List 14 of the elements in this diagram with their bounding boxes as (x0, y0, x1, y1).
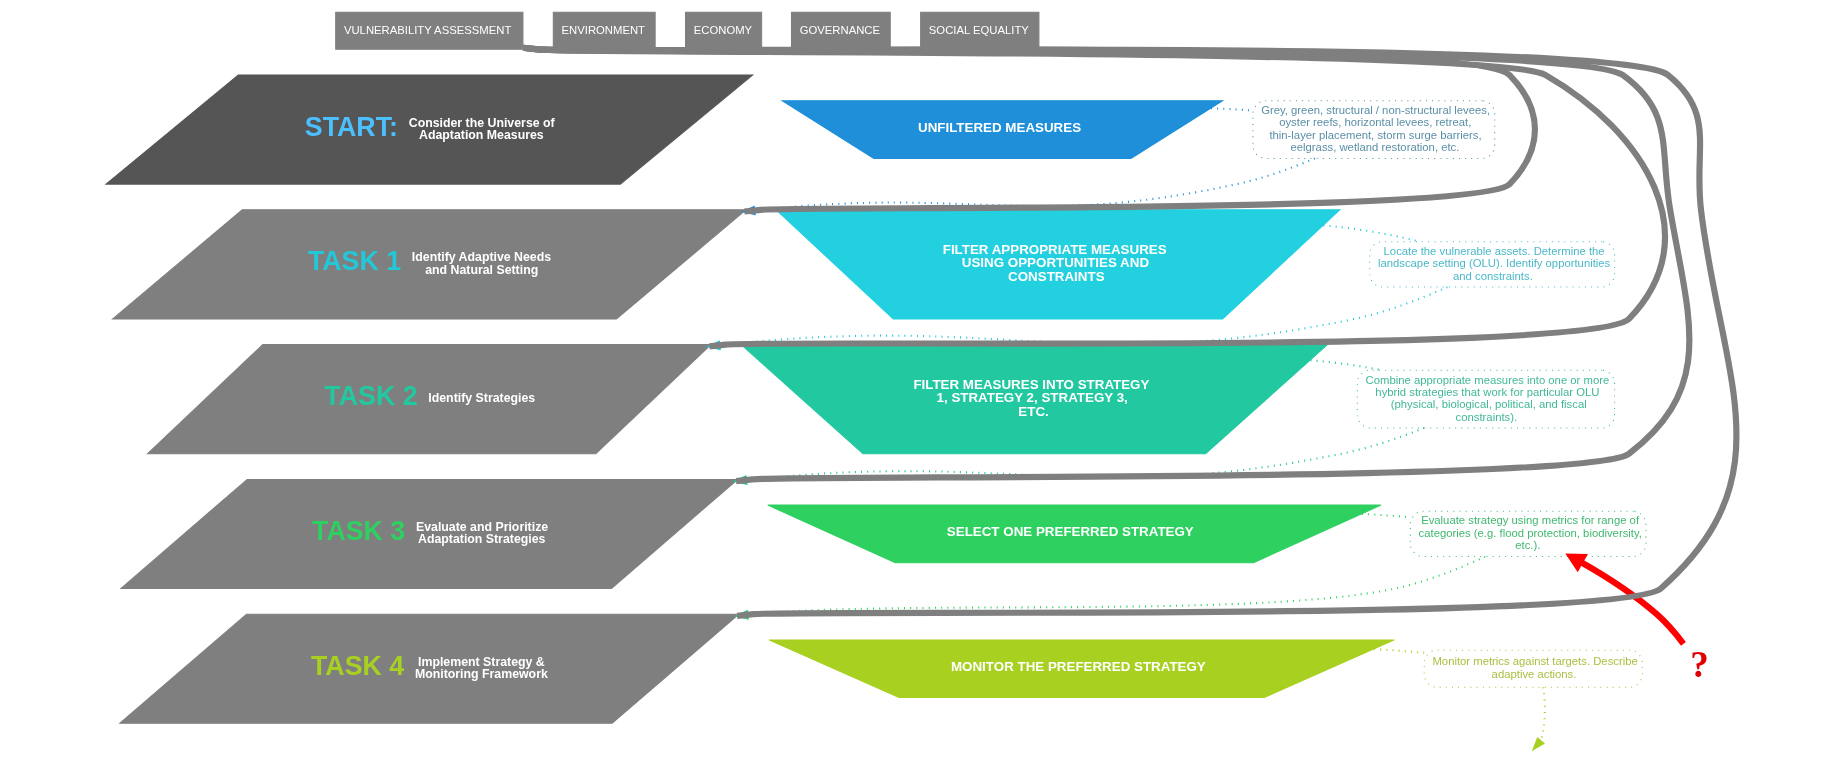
node-box: Monitor metrics against targets. Describe adaptive actions. (1423, 649, 1643, 688)
connector (1374, 647, 1425, 654)
arrow (1565, 553, 1686, 646)
node-box: ECONOMY (685, 11, 763, 50)
node-box: GOVERNANCE (790, 11, 891, 50)
node-box: Combine appropriate measures into one or more hybrid strategies that work for particular OLU (physical, biological, political, and fiscal constraints). (1356, 369, 1616, 429)
node-box: VULNERABILITY ASSESSMENT (335, 11, 524, 50)
node-box: SOCIAL EQUALITY (920, 11, 1040, 50)
node-box: Grey, green, structural / non-structural levees, oyster reefs, horizontal levees, retreat, thin-layer placement, storm surge barriers, eelgrass, wetland restoration, etc. (1252, 100, 1496, 159)
node-text: ? (1690, 643, 1709, 685)
node-box: Evaluate strategy using metrics for range of categories (e.g. flood protection, biodiversity, etc.). (1409, 510, 1647, 558)
node-box: Locate the vulnerable assets. Determine the landscape setting (OLU). Identify opportunities and constraints. (1369, 241, 1616, 288)
node-box: ENVIRONMENT (552, 11, 656, 50)
arrow (1531, 687, 1546, 752)
